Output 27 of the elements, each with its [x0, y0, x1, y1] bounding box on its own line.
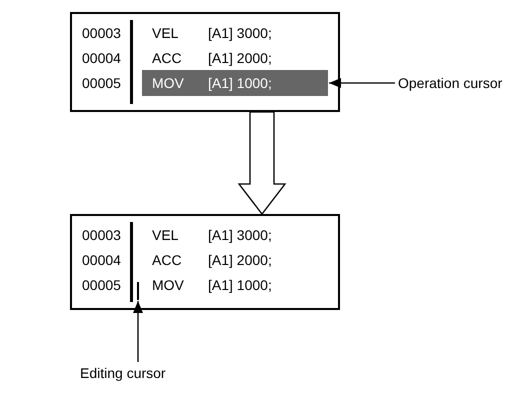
arrow [133, 301, 143, 362]
command-text: VEL [152, 226, 178, 244]
label-text: Editing cursor [80, 364, 166, 382]
command-text: MOV [152, 276, 184, 294]
line-number: 00005 [82, 74, 121, 92]
line-number: 00004 [82, 251, 121, 269]
operand-text: [A1] 1000; [208, 276, 272, 294]
command-text: ACC [152, 251, 182, 269]
highlighted-row [142, 70, 328, 96]
operand-text: [A1] 2000; [208, 49, 272, 67]
command-text: VEL [152, 24, 178, 42]
operand-text: [A1] 1000; [208, 74, 272, 92]
program-panel [70, 12, 340, 112]
operand-text: [A1] 3000; [208, 226, 272, 244]
label-text: Operation cursor [398, 74, 502, 92]
line-number: 00004 [82, 49, 121, 67]
text-cursor [137, 282, 139, 300]
arrow [329, 78, 395, 88]
command-text: MOV [152, 74, 184, 92]
operand-text: [A1] 3000; [208, 24, 272, 42]
line-number: 00005 [82, 276, 121, 294]
line-number: 00003 [82, 24, 121, 42]
line-number: 00003 [82, 226, 121, 244]
hollow-arrow [238, 111, 286, 216]
command-text: ACC [152, 49, 182, 67]
operand-text: [A1] 2000; [208, 251, 272, 269]
program-panel [70, 214, 340, 310]
